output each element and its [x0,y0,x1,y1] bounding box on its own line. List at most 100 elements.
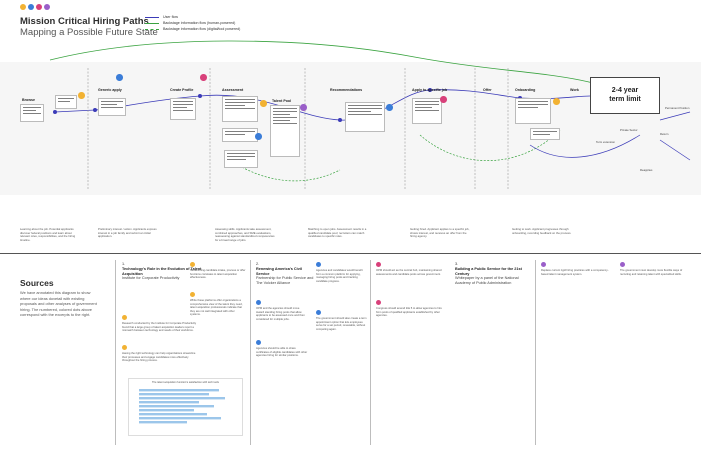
chart-bars [139,389,225,424]
source-3-heading: 3. Building a Public Service for the 21s… [455,262,530,286]
legend-label: User flow [163,15,178,19]
card-line [415,106,432,108]
card-line [227,158,247,160]
legend-swatch [145,29,159,30]
exit-flow-line [659,139,691,161]
legend-label: Backstage information flow (human-powere… [163,21,236,26]
card-line [173,106,188,108]
card-line [227,152,255,154]
annotation-badge [200,74,207,81]
page-title: Mission Critical Hiring Paths [20,16,149,27]
quote-text: The government must develop more flexibl… [620,269,683,276]
chart-bar [139,409,194,412]
stage-desc-generic-apply: Preliminary interest / action. Applicant… [98,227,157,239]
card-line [415,109,439,111]
stage-desc-browse: Learning about the job. Potential applic… [20,227,76,242]
label-permanent-position: Permanent Position [665,106,690,110]
sources-intro: We have annotated this diagram to show w… [20,290,97,318]
card-line [225,130,255,132]
quote-text: Having the right technology can help org… [122,352,196,363]
stage-desc-apply-specific: Getting hired. Applicant applies to a sp… [410,227,470,239]
source-2-publisher: Partnership for Public Service and The V… [256,276,314,286]
card-line [23,106,41,108]
assessment-card [222,96,258,122]
chart-bar [139,397,225,400]
legend-swatch [145,22,159,24]
quote-text: While these platforms offer organization… [190,299,243,317]
user-node-icon [93,108,97,112]
stage-generic-apply: Generic apply [98,88,122,92]
quote-text: The government should also create a term… [316,317,367,331]
card-line [518,100,548,102]
column-divider [370,260,371,445]
card-line [518,106,539,108]
quote-text: OPM should act as the central hub, maint… [376,269,442,276]
card-line [225,107,255,109]
quote-badge [256,300,261,305]
card-line [415,103,439,105]
section-divider [0,253,701,254]
chart-bar [139,417,221,420]
source-3-number: 3. [455,262,459,266]
quote-1d: While these platforms offer organization… [190,292,246,316]
label-term-extension: Term extension [596,140,615,144]
stage-desc-assessment: Assessing skills. Applicants take assess… [215,227,275,242]
quote-1c: Streamlining candidate intake, process o… [190,262,246,280]
source-2-number: 2. [256,262,260,266]
quote-2d: The government should also create a term… [316,310,368,331]
stage-recommendations: Recommendations [330,88,363,92]
onboarding-feedback-card [530,128,560,140]
card-line [225,104,246,106]
chart-bar [139,421,187,424]
card-line [58,97,74,99]
card-line [225,98,255,100]
source-3-publisher: Whitepaper by a panel of the National Ac… [455,276,519,286]
quote-2e: OPM should act as the central hub, maint… [376,262,446,276]
card-line [225,133,246,135]
quote-badge [122,315,127,320]
quote-text: OPM and the agencies should move toward … [256,307,305,321]
card-line [23,109,37,111]
annotation-badge [386,104,393,111]
chart-bar [139,405,214,408]
quote-badge [190,262,195,267]
card-line [533,130,557,132]
stage-offer: Offer [483,88,492,92]
stage-apply-specific: Apply to specific job [412,88,448,92]
legend-label: Backstage information flow (digital/tool… [163,27,241,32]
card-line [58,100,70,102]
label-return: Return [660,132,669,136]
card-line [101,106,123,108]
stage-browse: Browse [22,98,35,102]
source-1-heading: 1. Technology's Role in the Evolution of… [122,262,202,281]
card-line [273,119,290,121]
digital-flow-line [419,129,561,161]
quote-badge [316,262,321,267]
logo-dot-blue [28,4,34,10]
quote-text: Agencies should be able to share certifi… [256,347,308,358]
column-divider [250,260,251,445]
annotation-badge [78,92,85,99]
card-line [273,122,297,124]
chart-bar [139,389,219,392]
chart-bar [139,393,209,396]
source-2-heading: 2. Renewing America's Civil Service Part… [256,262,316,286]
card-line [415,100,439,102]
stage-work: Work [570,88,579,92]
user-flow-line [54,89,591,121]
user-node-icon [338,118,342,122]
quote-badge [190,292,195,297]
annotation-badge [300,104,307,111]
legend: User flow Backstage information flow (hu… [145,14,240,33]
quote-2f: Congress should amend title 5 to allow a… [376,300,446,318]
satisfaction-chart: The talent acquisition function's satisf… [128,378,243,436]
logo-dot-purple [44,4,50,10]
column-divider [535,260,536,445]
chart-title: The talent acquisition function's satisf… [152,381,219,384]
card-line [273,116,297,118]
quote-badge [541,262,546,267]
user-node-icon [198,94,202,98]
card-line [227,155,255,157]
exit-flow-line [659,111,691,121]
card-line [101,100,123,102]
